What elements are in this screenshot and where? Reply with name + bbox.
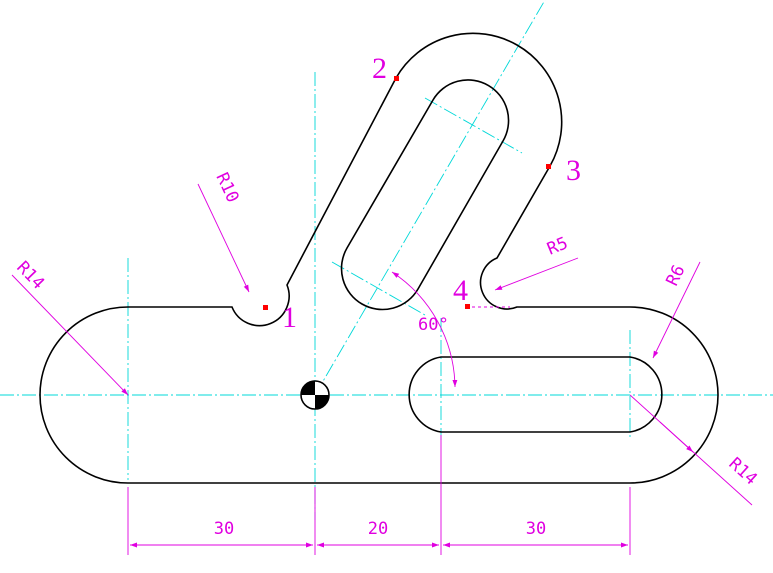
- inclined-centerline: [314, 0, 546, 396]
- r5-leader: [494, 257, 579, 291]
- radius-dimensions: R14 R10 R5 R6 R14: [11, 170, 761, 506]
- centerlines: [0, 0, 773, 520]
- r10-leader: [197, 183, 250, 293]
- part-outline: [39, 32, 719, 484]
- point-4-label: 4: [453, 274, 468, 307]
- angle-arc: [391, 271, 458, 388]
- dim-20-label: 20: [368, 519, 388, 539]
- r14-left-leader: [11, 274, 129, 396]
- dim-30-right-label: 30: [526, 519, 546, 539]
- point-1-label: 1: [282, 301, 297, 334]
- r14-right-arrow: [659, 421, 694, 453]
- point-3-label: 3: [566, 154, 581, 187]
- point-2-marker: [394, 76, 399, 81]
- r6-leader: [652, 261, 701, 359]
- outer-profile: [39, 32, 719, 484]
- extension-lines: [127, 306, 631, 555]
- dim-30-left-label: 30: [214, 519, 234, 539]
- center-of-gravity-icon: [300, 380, 330, 410]
- inclined-perp-upper: [424, 97, 523, 154]
- angle-label: 60°: [418, 315, 449, 335]
- linear-dimensions: 30 20 30: [130, 519, 628, 548]
- r10-label: R10: [211, 170, 242, 206]
- r6-label: R6: [663, 262, 690, 289]
- horizontal-slot: [408, 356, 663, 433]
- inclined-slot: [340, 79, 510, 311]
- reference-points: 1 2 3 4: [263, 52, 581, 334]
- point-4-marker: [465, 304, 470, 309]
- point-3-marker: [546, 164, 551, 169]
- r14-left-label: R14: [12, 258, 48, 294]
- angle-dimension: 60°: [391, 271, 458, 388]
- r5-label: R5: [544, 233, 570, 259]
- point-1-marker: [263, 305, 268, 310]
- point-2-label: 2: [372, 52, 387, 85]
- r14-right-label: R14: [725, 454, 761, 489]
